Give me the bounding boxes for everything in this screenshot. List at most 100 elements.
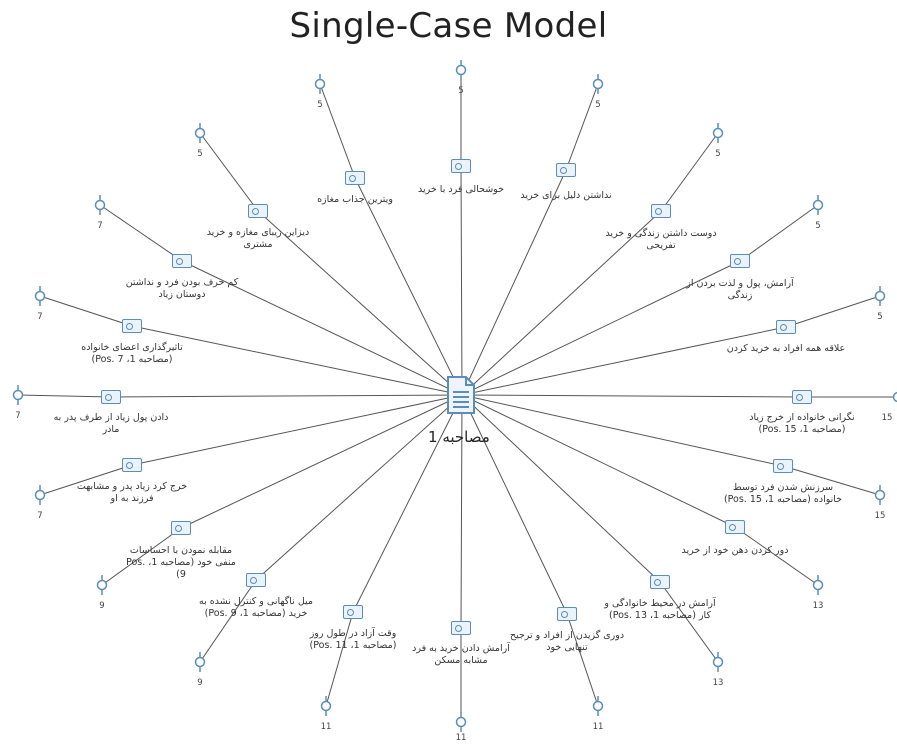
segment-marker-icon[interactable] [194, 652, 206, 672]
code-icon[interactable] [122, 319, 142, 333]
code-icon[interactable] [451, 159, 471, 173]
segment-count: 7 [37, 312, 43, 322]
connector-line [131, 394, 463, 466]
code-icon[interactable] [171, 521, 191, 535]
connector-line [181, 260, 463, 396]
segment-line [660, 132, 719, 212]
segment-marker-icon[interactable] [94, 195, 106, 215]
code-icon[interactable] [101, 390, 121, 404]
segment-count: 5 [595, 100, 601, 110]
segment-marker-icon[interactable] [455, 60, 467, 80]
connector-line [461, 394, 803, 398]
code-icon[interactable] [343, 605, 363, 619]
segment-marker-icon[interactable] [96, 575, 108, 595]
code-icon[interactable] [773, 459, 793, 473]
segment-line [785, 295, 881, 328]
connector-line [354, 177, 463, 396]
code-label: کم حرف بودن فرد و نداشتن دوستان زیاد [125, 277, 239, 300]
segment-count: 5 [458, 86, 464, 96]
segment-line [782, 465, 881, 496]
code-label: نداشتن دلیل برای خرید [520, 190, 612, 201]
segment-line [17, 394, 112, 398]
connector-line [257, 210, 463, 396]
code-label: نگرانی خانواده از خرج زیاد (مصاحبه 1، Po… [749, 412, 855, 435]
segment-count: 9 [197, 678, 203, 688]
segment-count: 9 [99, 601, 105, 611]
diagram-title: Single-Case Model [289, 6, 608, 46]
code-label: دوست داشتن زندگی و خرید تفریحی [605, 228, 717, 251]
code-icon[interactable] [650, 575, 670, 589]
connector-line [131, 325, 463, 396]
connector-line [461, 394, 661, 583]
segment-line [99, 204, 183, 262]
segment-marker-icon[interactable] [712, 652, 724, 672]
code-icon[interactable] [345, 171, 365, 185]
connector-line [460, 394, 463, 629]
segment-marker-icon[interactable] [12, 385, 24, 405]
connector-line [461, 169, 567, 396]
connector-line [461, 394, 568, 615]
segment-line [39, 464, 133, 496]
segment-line [566, 613, 599, 707]
segment-count: 5 [715, 149, 721, 159]
code-label: دادن پول زیاد از طرف پدر به مادر [53, 412, 169, 435]
code-label: تاثیرگذاری اعضای خانواده (مصاحبه 1، Pos.… [81, 342, 183, 365]
segment-count: 11 [592, 722, 604, 732]
segment-count: 7 [15, 411, 21, 421]
code-label: خوشحالی فرد با خرید [418, 184, 504, 195]
code-label: دوری گزیدن از افراد و ترجیح تنهایی خود [509, 630, 625, 653]
code-icon[interactable] [556, 163, 576, 177]
code-label: مقابله نمودن با احساسات منفی خود (مصاحبه… [126, 545, 236, 580]
segment-count: 5 [197, 149, 203, 159]
segment-line [739, 204, 819, 262]
connector-line [461, 210, 662, 396]
segment-marker-icon[interactable] [874, 286, 886, 306]
code-icon[interactable] [172, 254, 192, 268]
segment-marker-icon[interactable] [455, 712, 467, 732]
document-icon[interactable] [446, 376, 476, 418]
code-icon[interactable] [776, 320, 796, 334]
code-icon[interactable] [792, 390, 812, 404]
segment-line [101, 527, 182, 586]
code-icon[interactable] [451, 621, 471, 635]
code-icon[interactable] [557, 607, 577, 621]
code-icon[interactable] [725, 520, 745, 534]
code-icon[interactable] [122, 458, 142, 472]
segment-marker-icon[interactable] [874, 485, 886, 505]
code-label: آرامش در محیط خانوادگی و کار (مصاحبه 1، … [604, 598, 716, 621]
connector-line [180, 394, 463, 529]
segment-count: 15 [874, 511, 886, 521]
connector-line [461, 326, 787, 396]
code-icon[interactable] [730, 254, 750, 268]
segment-line [565, 83, 599, 171]
connector-line [461, 394, 784, 467]
code-icon[interactable] [246, 573, 266, 587]
segment-marker-icon[interactable] [592, 696, 604, 716]
segment-marker-icon[interactable] [34, 286, 46, 306]
segment-count: 15 [881, 413, 893, 423]
segment-line [39, 295, 133, 327]
code-label: دیزاین زیبای مغازه و خرید مشتری [206, 227, 310, 250]
code-icon[interactable] [651, 204, 671, 218]
segment-marker-icon[interactable] [892, 387, 897, 407]
code-icon[interactable] [248, 204, 268, 218]
segment-marker-icon[interactable] [812, 195, 824, 215]
code-label: آرامش دادن خرید به فرد مشابه مسکن [412, 643, 510, 666]
segment-marker-icon[interactable] [592, 74, 604, 94]
code-label: سرزنش شدن فرد توسط خانواده (مصاحبه 1، Po… [723, 482, 843, 505]
segment-count: 11 [455, 733, 467, 743]
segment-marker-icon[interactable] [314, 74, 326, 94]
segment-marker-icon[interactable] [194, 123, 206, 143]
segment-marker-icon[interactable] [712, 123, 724, 143]
connector-line [461, 260, 741, 396]
segment-marker-icon[interactable] [34, 485, 46, 505]
segment-count: 5 [317, 100, 323, 110]
segment-marker-icon[interactable] [320, 696, 332, 716]
connector-line [461, 394, 736, 528]
segment-count: 7 [37, 511, 43, 521]
code-label: خرج کرد زیاد پدر و مشابهت فرزند به او [76, 481, 188, 504]
code-label: آرامش، پول و لذت بردن از زندگی [686, 278, 794, 301]
segment-count: 11 [320, 722, 332, 732]
segment-marker-icon[interactable] [812, 575, 824, 595]
segment-line [199, 132, 259, 212]
